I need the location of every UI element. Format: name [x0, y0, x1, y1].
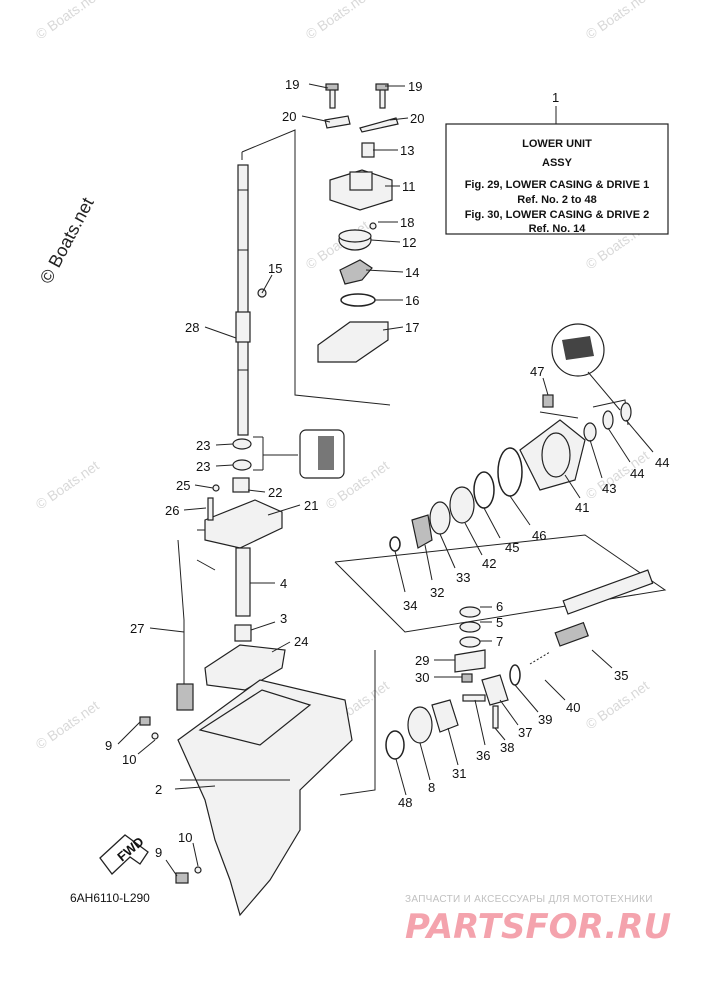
info-line: Fig. 30, LOWER CASING & DRIVE 2	[465, 209, 650, 221]
callout-40: 40	[566, 700, 580, 715]
callout-14: 14	[405, 265, 419, 280]
shop-watermark: ЗАПЧАСТИ И АКСЕССУАРЫ ДЛЯ МОТОТЕХНИКИ PA…	[405, 894, 671, 947]
callout-34: 34	[403, 598, 417, 613]
callout-11: 11	[402, 179, 416, 194]
fwd-arrow: FWD	[99, 834, 149, 875]
watermark: © Boats.net	[33, 0, 102, 42]
callout-19a: 19	[285, 77, 299, 92]
shift-rod	[176, 539, 194, 711]
info-line: Ref. No. 14	[529, 223, 587, 235]
callout-10a: 10	[122, 752, 136, 767]
callout-37: 37	[518, 725, 532, 740]
callout-18: 18	[400, 215, 414, 230]
callout-39: 39	[538, 712, 552, 727]
callout-20b: 20	[410, 111, 424, 126]
callout-6: 6	[496, 599, 503, 614]
callout-32: 32	[430, 585, 444, 600]
callout-13: 13	[400, 143, 414, 158]
callout-47: 47	[530, 364, 544, 379]
callout-3: 3	[280, 611, 287, 626]
callout-30: 30	[415, 670, 429, 685]
shop-brand: PARTSFOR.RU	[405, 907, 671, 947]
callout-44b: 44	[655, 455, 669, 470]
drawing-code: 6AH6110-L290	[70, 891, 150, 905]
info-line: Fig. 29, LOWER CASING & DRIVE 1	[465, 179, 650, 191]
water-pump-group	[257, 83, 399, 363]
watermark: © Boats.net	[33, 697, 102, 752]
callout-36: 36	[476, 748, 490, 763]
callout-1: 1	[552, 90, 559, 105]
callout-45: 45	[505, 540, 519, 555]
watermark-main: © Boats.net	[36, 194, 98, 287]
callout-21: 21	[304, 498, 318, 513]
callout-46: 46	[532, 528, 546, 543]
callout-5: 5	[496, 615, 503, 630]
callout-28: 28	[185, 320, 199, 335]
callout-48: 48	[398, 795, 412, 810]
leader-lines	[117, 83, 654, 877]
propeller-shaft-housing-group	[389, 323, 632, 552]
callout-19b: 19	[408, 79, 422, 94]
watermark: © Boats.net	[33, 457, 102, 512]
callout-8: 8	[428, 780, 435, 795]
lower-drive-group	[385, 569, 654, 760]
watermark: © Boats.net	[583, 677, 652, 732]
watermark: © Boats.net	[303, 0, 372, 42]
callout-9a: 9	[105, 738, 112, 753]
info-line: LOWER UNIT	[522, 138, 592, 150]
callout-35: 35	[614, 668, 628, 683]
callout-44a: 44	[630, 466, 644, 481]
water-tube-group	[204, 547, 286, 691]
callout-33: 33	[456, 570, 470, 585]
callout-15: 15	[268, 261, 282, 276]
callout-38: 38	[500, 740, 514, 755]
callout-12: 12	[402, 235, 416, 250]
callout-27: 27	[130, 621, 144, 636]
drive-shaft	[235, 164, 251, 436]
callout-9b: 9	[155, 845, 162, 860]
callout-4: 4	[280, 576, 287, 591]
upper-bearing-group	[204, 429, 345, 549]
watermark: © Boats.net	[583, 0, 652, 42]
callout-16: 16	[405, 293, 419, 308]
info-box: 1 LOWER UNIT ASSY Fig. 29, LOWER CASING …	[445, 90, 669, 235]
callout-10b: 10	[178, 830, 192, 845]
callout-23b: 23	[196, 459, 210, 474]
callout-7: 7	[496, 634, 503, 649]
callout-23a: 23	[196, 438, 210, 453]
callout-43: 43	[602, 481, 616, 496]
shop-tagline: ЗАПЧАСТИ И АКСЕССУАРЫ ДЛЯ МОТОТЕХНИКИ	[405, 894, 653, 905]
callout-31: 31	[452, 766, 466, 781]
lower-casing	[139, 679, 353, 917]
callout-41: 41	[575, 500, 589, 515]
callout-20a: 20	[282, 109, 296, 124]
callout-22: 22	[268, 485, 282, 500]
callout-24: 24	[294, 634, 308, 649]
callout-17: 17	[405, 320, 419, 335]
callout-42: 42	[482, 556, 496, 571]
callout-25: 25	[176, 478, 190, 493]
callout-26: 26	[165, 503, 179, 518]
info-line: Ref. No. 2 to 48	[517, 194, 596, 206]
info-line: ASSY	[542, 157, 573, 169]
callout-29: 29	[415, 653, 429, 668]
callout-labels: 19 19 20 20 13 11 18 12 15 14 16 17 28 4…	[105, 77, 669, 860]
callout-2: 2	[155, 782, 162, 797]
